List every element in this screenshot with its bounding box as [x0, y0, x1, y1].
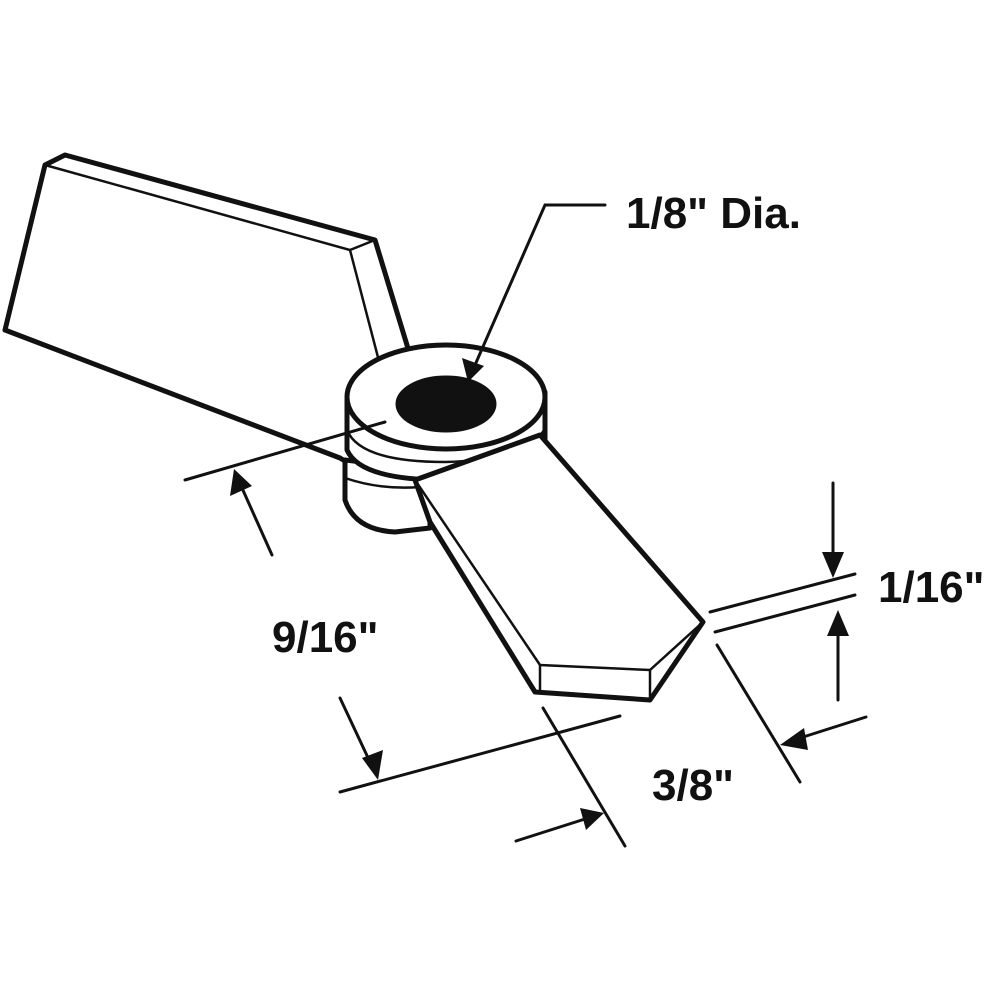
thickness-dimension	[708, 481, 857, 702]
hole	[395, 375, 497, 433]
right-tab	[412, 432, 706, 703]
width-label: 3/8"	[652, 761, 735, 810]
thickness-label: 1/16"	[878, 563, 985, 612]
hole-diameter-leader	[462, 203, 607, 382]
hole-diameter-label: 1/8" Dia.	[626, 189, 801, 238]
length-dimension	[183, 420, 622, 794]
width-dimension	[514, 643, 868, 848]
length-label: 9/16"	[272, 613, 379, 662]
